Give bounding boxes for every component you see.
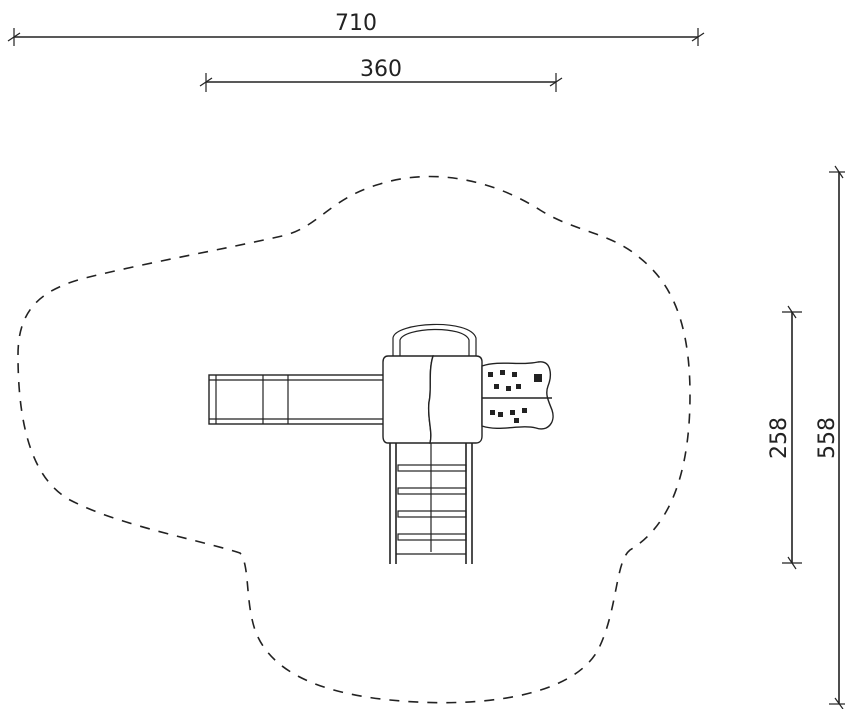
climbing-hold — [534, 374, 542, 382]
dimension-slash-top — [834, 165, 844, 179]
dimension-label-inner-height: 258 — [767, 417, 792, 459]
ladder-step — [397, 510, 467, 518]
platform-panel-right — [427, 355, 483, 444]
ladder-step — [397, 487, 467, 495]
dimension-inner-width: 360 — [199, 57, 563, 92]
climbing-hold — [494, 384, 499, 389]
climbing-hold — [488, 372, 493, 377]
ladder — [389, 436, 473, 564]
climbing-hold — [506, 386, 511, 391]
dimension-label-inner-width: 360 — [360, 57, 402, 82]
climbing-hold — [514, 418, 519, 423]
climbing-hold — [522, 408, 527, 413]
dimension-slash-bottom — [787, 556, 797, 570]
dimension-label-overall-width: 710 — [335, 11, 377, 36]
ladder-step — [397, 533, 467, 541]
dimension-overall-width: 710 — [7, 11, 705, 46]
dimension-label-overall-height: 558 — [815, 417, 840, 459]
climbing-hold — [490, 410, 495, 415]
dimension-inner-height: 258 — [767, 305, 802, 570]
ladder-step — [397, 464, 467, 472]
climbing-hold — [516, 384, 521, 389]
platform-panel-left — [382, 355, 434, 444]
climbing-hold — [512, 372, 517, 377]
dimension-slash-top — [787, 305, 797, 319]
dimension-slash-left — [199, 77, 213, 87]
dimension-slash-right — [691, 32, 705, 42]
tower-roof-arch — [392, 323, 477, 356]
roof-arch-outer — [392, 323, 477, 356]
dimension-slash-left — [7, 32, 21, 42]
climbing-hold — [510, 410, 515, 415]
safety-area-outline — [17, 175, 691, 704]
slide — [208, 374, 388, 425]
climbing-holds — [488, 370, 542, 423]
climbing-hold — [500, 370, 505, 375]
roof-arch-inner — [399, 328, 470, 356]
dimension-slash-bottom — [834, 697, 844, 709]
dimension-slash-right — [549, 77, 563, 87]
slide-chute — [208, 374, 388, 425]
climbing-wall — [481, 361, 554, 430]
tower-platform — [382, 355, 483, 444]
dimension-overall-height: 558 — [815, 165, 845, 709]
climbing-hold — [498, 412, 503, 417]
